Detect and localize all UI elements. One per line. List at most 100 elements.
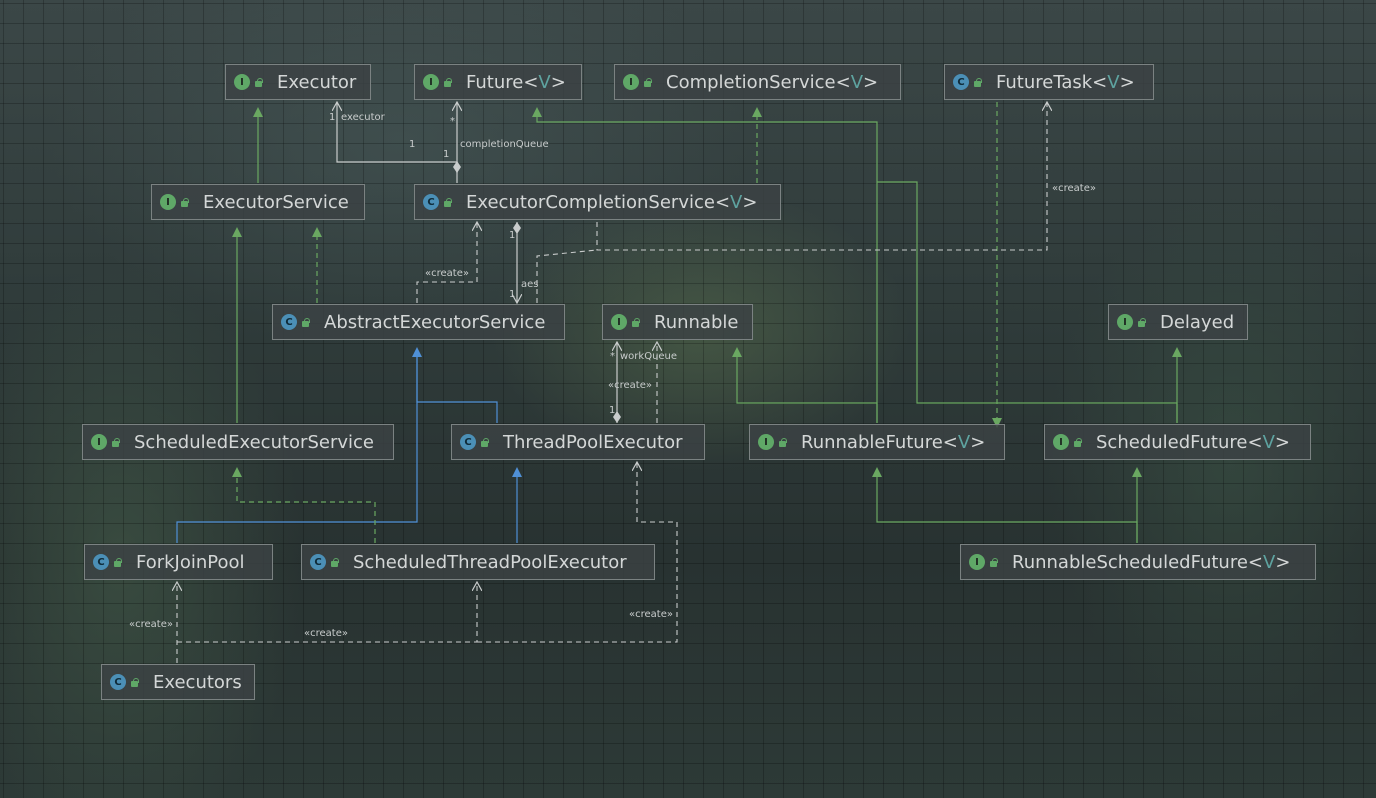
public-lock-icon — [113, 557, 122, 567]
node-forkjoinpool[interactable]: C ForkJoinPool — [84, 544, 273, 580]
node-threadpoolexecutor[interactable]: C ThreadPoolExecutor — [451, 424, 705, 460]
node-executorservice-label: ExecutorService — [203, 191, 349, 213]
public-lock-icon — [1137, 317, 1146, 327]
node-executorcompletionservice-generic: <V> — [714, 191, 758, 213]
label-aes-mult-bottom: 1 — [509, 289, 515, 300]
interface-badge-icon: I — [1117, 314, 1133, 330]
node-abstractexecutorservice[interactable]: C AbstractExecutorService — [272, 304, 565, 340]
label-aes-mult-top: 1 — [509, 230, 515, 241]
label-create-executors-forkjoinpool: «create» — [129, 619, 173, 630]
edge-forkjoinpool-abstractexecutorservice — [176, 352, 418, 543]
edge-aes-create-futuretask — [536, 249, 598, 303]
public-lock-icon — [989, 557, 998, 567]
node-scheduledfuture-generic: <V> — [1247, 431, 1290, 453]
node-future-generic: <V> — [523, 71, 566, 93]
edge-runnablefuture-future — [532, 107, 878, 423]
node-completionservice[interactable]: I CompletionService<V> — [614, 64, 901, 100]
node-threadpoolexecutor-label: ThreadPoolExecutor — [503, 431, 683, 453]
interface-badge-icon: I — [160, 194, 176, 210]
label-completionqueue-star: * — [450, 116, 455, 127]
public-lock-icon — [111, 437, 120, 447]
node-scheduledthreadpoolexecutor[interactable]: C ScheduledThreadPoolExecutor — [301, 544, 655, 580]
label-executor-mult-a: 1 — [329, 112, 335, 123]
class-badge-icon: C — [460, 434, 476, 450]
label-completionqueue-one: 1 — [443, 149, 449, 160]
interface-badge-icon: I — [758, 434, 774, 450]
public-lock-icon — [180, 197, 189, 207]
node-delayed[interactable]: I Delayed — [1108, 304, 1248, 340]
node-runnablefuture[interactable]: I RunnableFuture<V> — [749, 424, 1005, 460]
class-badge-icon: C — [93, 554, 109, 570]
class-badge-icon: C — [110, 674, 126, 690]
label-create-executors-stpe: «create» — [304, 628, 348, 639]
label-workqueue-one: 1 — [609, 405, 615, 416]
edge-scheduledfuture-future — [877, 181, 1178, 423]
node-futuretask-generic: <V> — [1092, 71, 1135, 93]
node-scheduledthreadpoolexecutor-label: ScheduledThreadPoolExecutor — [353, 551, 627, 573]
node-executorservice[interactable]: I ExecutorService — [151, 184, 365, 220]
node-runnable-label: Runnable — [654, 311, 739, 333]
node-forkjoinpool-label: ForkJoinPool — [136, 551, 245, 573]
node-futuretask-label: FutureTask — [996, 71, 1093, 93]
public-lock-icon — [631, 317, 640, 327]
interface-badge-icon: I — [623, 74, 639, 90]
interface-badge-icon: I — [234, 74, 250, 90]
class-badge-icon: C — [423, 194, 439, 210]
node-completionservice-generic: <V> — [835, 71, 879, 93]
public-lock-icon — [643, 77, 652, 87]
public-lock-icon — [130, 677, 139, 687]
node-completionservice-label: CompletionService — [666, 71, 836, 93]
label-create-tpe-runnable: «create» — [608, 380, 652, 391]
node-runnablefuture-generic: <V> — [942, 431, 986, 453]
node-runnable[interactable]: I Runnable — [602, 304, 753, 340]
edge-executors-create-tpe — [477, 462, 678, 643]
edge-stpe-scheduledexecutorservice — [232, 467, 376, 543]
node-executor-label: Executor — [277, 71, 357, 93]
node-executorcompletionservice-label: ExecutorCompletionService — [466, 191, 715, 213]
public-lock-icon — [301, 317, 310, 327]
node-future-label: Future — [466, 71, 524, 93]
label-create-executors-tpe: «create» — [629, 609, 673, 620]
edge-threadpoolexecutor-abstractexecutorservice — [412, 347, 498, 423]
node-scheduledexecutorservice[interactable]: I ScheduledExecutorService — [82, 424, 394, 460]
node-futuretask[interactable]: C FutureTask<V> — [944, 64, 1154, 100]
edge-runnablefuture-runnable — [732, 347, 878, 423]
public-lock-icon — [480, 437, 489, 447]
node-runnablescheduledfuture-label: RunnableScheduledFuture — [1012, 551, 1248, 573]
edge-rsf-runnablefuture — [872, 467, 1138, 543]
interface-badge-icon: I — [611, 314, 627, 330]
interface-badge-icon: I — [969, 554, 985, 570]
node-future[interactable]: I Future<V> — [414, 64, 582, 100]
label-executor-role: executor — [341, 112, 386, 123]
class-badge-icon: C — [310, 554, 326, 570]
node-executors[interactable]: C Executors — [101, 664, 255, 700]
node-runnablefuture-label: RunnableFuture — [801, 431, 943, 453]
public-lock-icon — [973, 77, 982, 87]
node-executorcompletionservice[interactable]: C ExecutorCompletionService<V> — [414, 184, 781, 220]
node-scheduledfuture[interactable]: I ScheduledFuture<V> — [1044, 424, 1311, 460]
label-aes-role: aes — [521, 279, 539, 290]
edge-aes-create-ecs — [416, 222, 477, 303]
public-lock-icon — [330, 557, 339, 567]
interface-badge-icon: I — [423, 74, 439, 90]
label-workqueue-star: * — [610, 351, 615, 362]
edge-ecs-create-futuretask — [596, 102, 1047, 251]
label-create-ecs-futuretask: «create» — [1052, 183, 1096, 194]
public-lock-icon — [443, 77, 452, 87]
label-workqueue-role: workQueue — [620, 351, 677, 362]
interface-badge-icon: I — [1053, 434, 1069, 450]
node-abstractexecutorservice-label: AbstractExecutorService — [324, 311, 546, 333]
abstract-class-badge-icon: C — [281, 314, 297, 330]
public-lock-icon — [443, 197, 452, 207]
node-executors-label: Executors — [153, 671, 242, 693]
label-create-aes-ecs: «create» — [425, 268, 469, 279]
node-scheduledfuture-label: ScheduledFuture — [1096, 431, 1248, 453]
node-scheduledexecutorservice-label: ScheduledExecutorService — [134, 431, 374, 453]
label-executor-mult-b: 1 — [409, 139, 415, 150]
public-lock-icon — [254, 77, 263, 87]
node-executor[interactable]: I Executor — [225, 64, 371, 100]
node-runnablescheduledfuture[interactable]: I RunnableScheduledFuture<V> — [960, 544, 1316, 580]
public-lock-icon — [1073, 437, 1082, 447]
interface-badge-icon: I — [91, 434, 107, 450]
node-runnablescheduledfuture-generic: <V> — [1247, 551, 1291, 573]
